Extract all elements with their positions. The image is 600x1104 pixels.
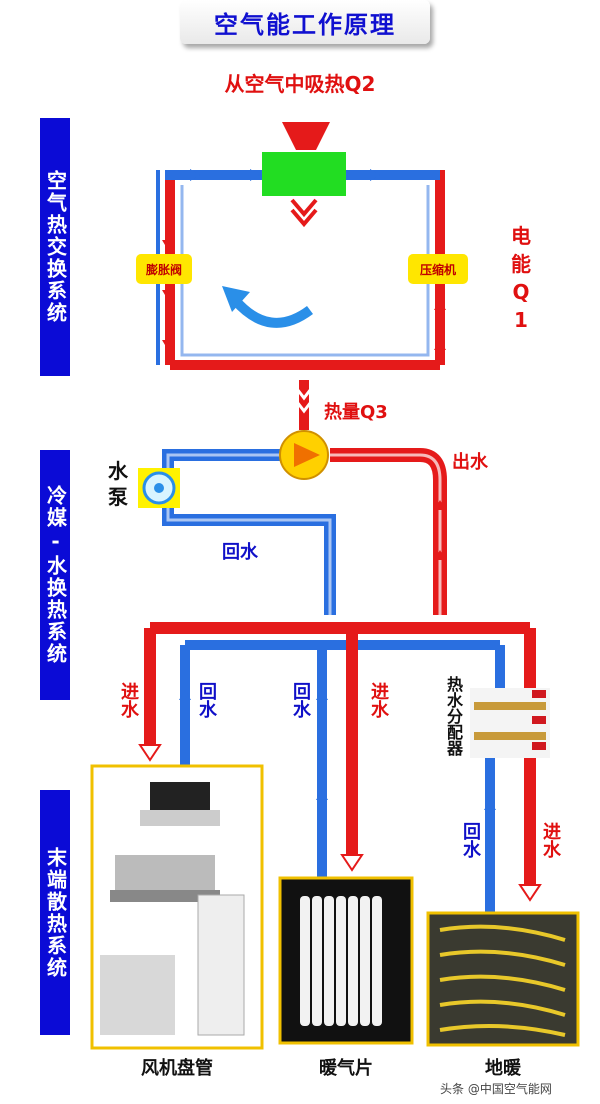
return-left-label: 回水 [196,682,217,718]
return-water-label: 回水 [222,542,258,563]
side-label-refrigerant-water: 冷媒-水换热系统 [40,450,70,700]
evaporator-block [262,152,346,196]
inlet-right-label: 进水 [540,822,561,858]
radiator-caption: 暖气片 [319,1058,373,1079]
power-q1-label: 电能Q1 [511,224,531,332]
heat-down-chevrons [290,198,318,228]
distributor-label: 热水分配器 [444,676,463,756]
return-right-label: 回水 [460,822,481,858]
compressor-label: 压缩机 [408,254,468,284]
pump-label: 水泵 [108,459,128,509]
return-mid-label: 回水 [290,682,311,718]
inlet-left-label: 进水 [118,682,139,718]
outlet-pipe [330,448,447,615]
heat-q3-label: 热量Q3 [324,402,388,423]
floor-heating-caption: 地暖 [485,1058,521,1079]
outlet-label: 出水 [452,452,488,473]
watermark: 头条 @中国空气能网 [440,1082,552,1096]
cassette-unit-image [150,782,210,812]
cabinet-unit-image [197,894,245,1036]
air-loop [156,170,452,377]
expansion-valve-label: 膨胀阀 [136,254,192,284]
heat-in-funnel [282,122,330,150]
side-label-terminal: 末端散热系统 [40,790,70,1035]
cycle-arrow-icon [231,296,313,328]
fan-coil-caption: 风机盘管 [141,1058,213,1079]
floor-console-image [100,955,175,1035]
title-box: 空气能工作原理 [180,0,430,44]
side-label-air-exchange: 空气热交换系统 [40,118,70,376]
diagram-title: 空气能工作原理 [214,10,396,39]
absorb-heat-label: 从空气中吸热Q2 [224,72,376,96]
ducted-unit-image [115,855,215,890]
inlet-mid-label: 进水 [368,682,389,718]
